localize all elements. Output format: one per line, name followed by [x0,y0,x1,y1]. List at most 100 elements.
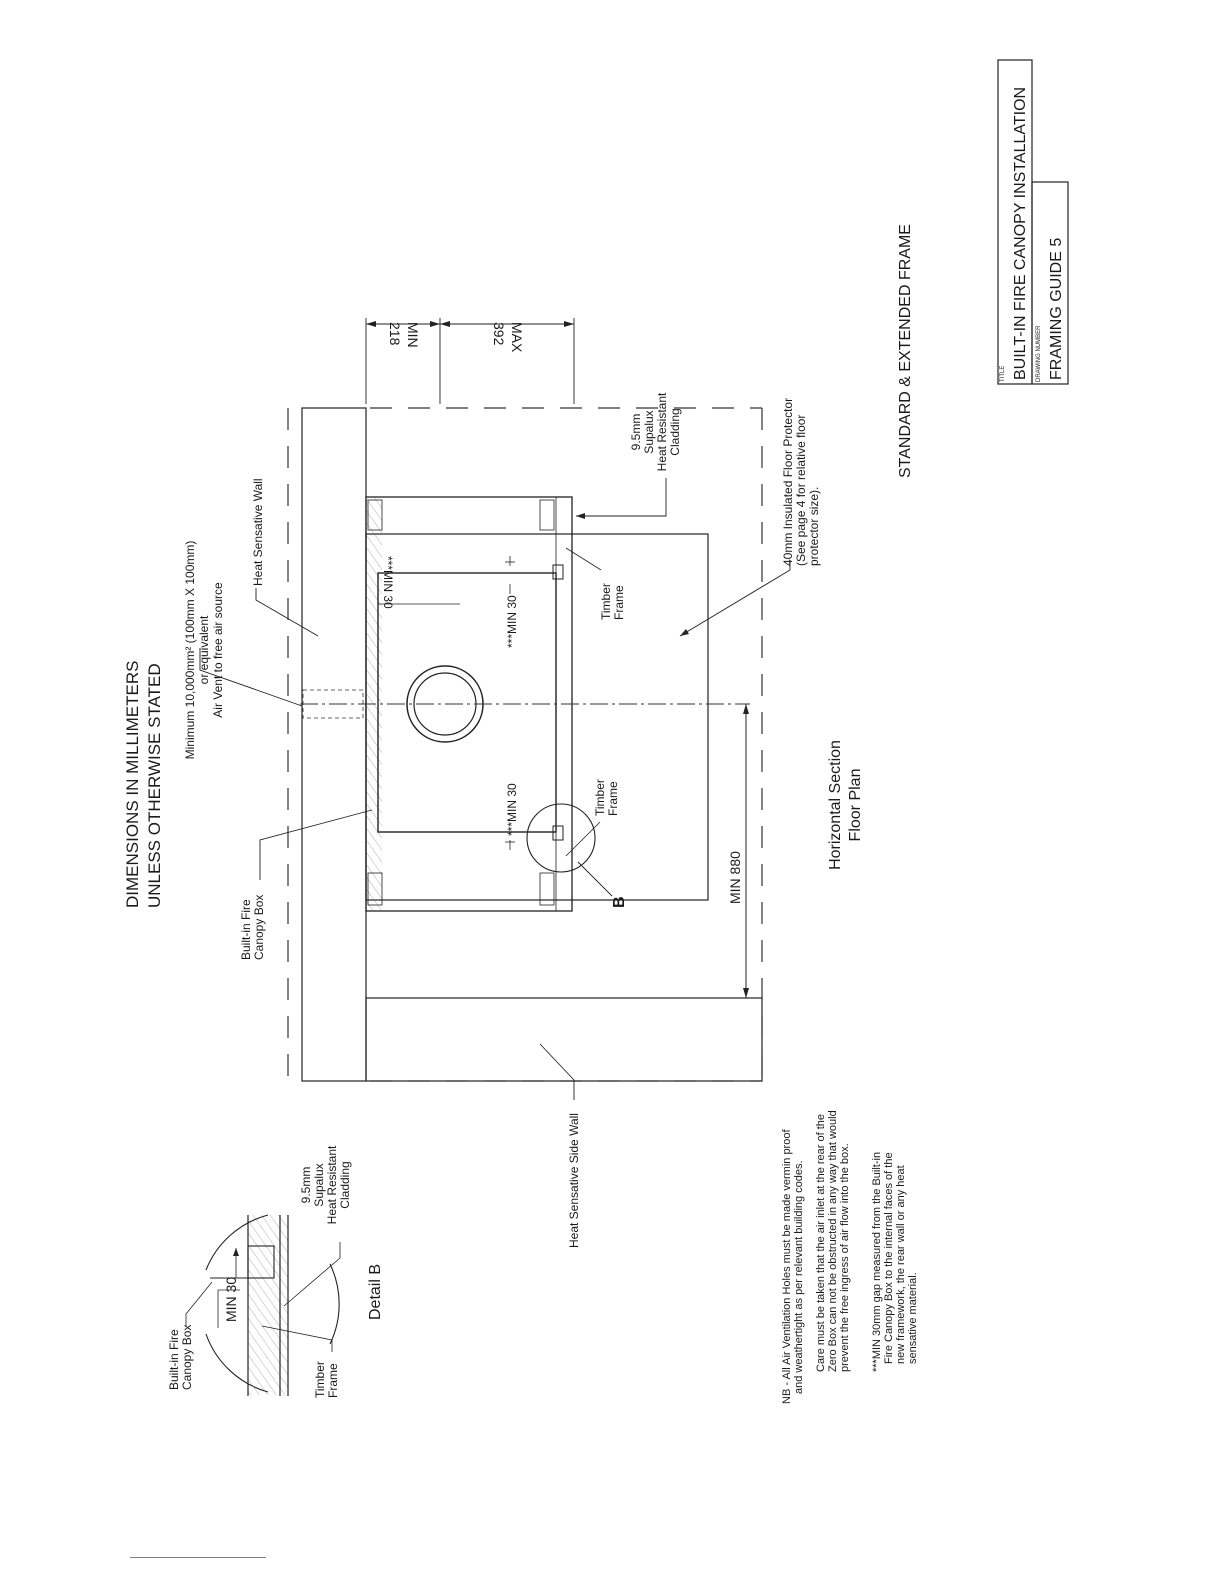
dim-arrow-center-b [440,321,450,327]
svg-text:NB - All Air Ventilation Holes: NB - All Air Ventilation Holes must be m… [781,1129,793,1404]
title-caption: TITLE [1000,366,1006,382]
svg-text:Cladding: Cladding [338,1161,352,1208]
svg-text:Frame: Frame [612,585,626,620]
title-block: TITLE BUILT-IN FIRE CANOPY INSTALLATION … [997,59,1069,385]
supalux-label: 9.5mm Supalux Heat Resistant Cladding [629,392,682,471]
min30-dim-top-label: ***MIN 30 [505,595,519,648]
timber-frame-label-top: Timber Frame [599,583,626,620]
svg-text:392: 392 [491,322,507,346]
dim-arrow-front [564,321,574,327]
floor-protector-leader [679,560,791,637]
detail-b-arc-right [329,1263,340,1345]
floor-protector-leader-arrow [680,629,689,636]
timber-frame-leader-bottom [565,821,601,857]
svg-text:Timber: Timber [313,1361,327,1398]
bottom-link-underline [130,1557,266,1558]
svg-text:prevent the free ingress of ai: prevent the free ingress of air flow int… [839,1143,851,1372]
svg-text:Timber: Timber [599,583,613,620]
air-vent-label: Minimum 10,000mm² (100mm X 100mm) or equ… [183,541,225,760]
dim-arrow-center-a [430,321,440,327]
min880-arrow-bottom [743,988,749,998]
canopy-box-leader [259,809,373,880]
note-3: ***MIN 30mm gap measured from the Built-… [871,1152,919,1372]
detail-b-marker: B [611,896,628,908]
svg-text:and weathertight as per releva: and weathertight as per relevant buildin… [793,1160,805,1394]
min880-label: MIN 880 [727,851,743,904]
svg-text:9.5mm: 9.5mm [629,414,643,451]
heat-sensitive-side-wall-label: Heat Sensative Side Wall [567,1113,581,1248]
svg-text:Timber: Timber [593,779,607,816]
dim-392-max: 392 MAX [491,322,525,353]
svg-text:Heat Resistant: Heat Resistant [325,1145,339,1224]
svg-text:(See page 4 for relative floor: (See page 4 for relative floor [794,415,808,566]
floor-protector-label: 40mm Insulated Floor Protector (See page… [781,398,821,566]
svg-text:Care must be taken that the ai: Care must be taken that the air inlet at… [815,1114,827,1372]
side-wall [365,997,763,1082]
canopy-box-label: Built-in Fire Canopy Box [239,895,266,960]
svg-text:MAX: MAX [509,322,525,353]
detail-b-leader [577,861,613,897]
air-vent-opening [302,689,364,719]
detail-b-callout-circle [526,803,596,873]
svg-text:9.5mm: 9.5mm [299,1167,313,1204]
title-block-drawing-number-cell [1031,181,1069,385]
svg-text:Horizontal Section: Horizontal Section [827,740,844,870]
svg-text:Built-in Fire: Built-in Fire [167,1329,181,1390]
side-wall-leader [539,1043,575,1100]
detail-b-canopy-leader [185,1281,213,1326]
svg-text:Frame: Frame [606,781,620,816]
detail-b-canopy-label: Built-in Fire Canopy Box [167,1325,194,1390]
title-text: BUILT-IN FIRE CANOPY INSTALLATION [1012,87,1029,380]
svg-text:sensative material.: sensative material. [907,1272,919,1364]
heat-sensitive-wall-leader [255,588,319,637]
svg-text:Minimum 10,000mm² (100mm X 100: Minimum 10,000mm² (100mm X 100mm) [183,541,197,760]
detail-b-canopy-bracket [247,1245,275,1279]
timber-post-top-front [539,499,555,531]
svg-text:Built-in Fire: Built-in Fire [239,899,253,960]
detail-b-supalux-label: 9.5mm Supalux Heat Resistant Cladding [299,1145,352,1224]
svg-text:Canopy Box: Canopy Box [180,1325,194,1390]
drawing-number-caption: DRAWING NUMBER [1036,325,1042,382]
svg-text:***MIN 30mm gap measured from: ***MIN 30mm gap measured from the Built-… [871,1152,883,1372]
rear-wall [301,407,367,1082]
detail-b-timber-leader [261,1325,333,1352]
min880-arrow-top [743,704,749,714]
svg-text:Supalux: Supalux [312,1163,326,1206]
svg-text:Canopy Box: Canopy Box [252,895,266,960]
svg-text:Floor Plan: Floor Plan [847,769,864,842]
timber-post-bottom-back [367,872,383,906]
dim-218-min: 218 MIN [387,322,421,348]
svg-text:Heat Resistant: Heat Resistant [655,392,669,471]
svg-text:or equivalent: or equivalent [197,615,211,684]
detail-b-title: Detail B [367,1264,384,1320]
detail-b-timber-label: Timber Frame [313,1361,340,1398]
svg-text:Frame: Frame [326,1363,340,1398]
svg-text:Air Vent to free air source: Air Vent to free air source [211,582,225,718]
timber-frame-label-bottom: Timber Frame [593,779,620,816]
timber-post-bottom-front [539,872,555,906]
header-note: DIMENSIONS IN MILLIMETERS UNLESS OTHERWI… [123,661,164,908]
svg-text:Zero Box can not be obstructed: Zero Box can not be obstructed in any wa… [827,1110,839,1372]
canopy-box [377,572,557,833]
drawing-number-text: FRAMING GUIDE 5 [1048,238,1065,380]
detail-b: MIN 30 Built-in Fire Canopy Box Timber F… [167,1145,384,1398]
note-2: Care must be taken that the air inlet at… [815,1110,851,1372]
dim-arrow-rear [366,321,376,327]
header-line-2: UNLESS OTHERWISE STATED [145,663,164,908]
svg-text:protector size).: protector size). [807,487,821,566]
canopy-bracket-bottom [552,825,564,841]
note-1: NB - All Air Ventilation Holes must be m… [781,1129,805,1404]
header-line-1: DIMENSIONS IN MILLIMETERS [123,661,142,908]
supalux-leader-arrow [576,513,585,519]
detail-b-min30-label: MIN 30 [223,1277,239,1322]
air-vent-leader [199,648,303,707]
svg-text:Supalux: Supalux [642,410,656,453]
detail-b-supalux-leader [283,1242,341,1307]
svg-text:40mm Insulated Floor Protector: 40mm Insulated Floor Protector [781,398,795,566]
detail-b-dim-arrow [233,1248,239,1256]
section-title: Horizontal Section Floor Plan [827,740,864,870]
svg-text:218: 218 [387,322,403,346]
svg-text:Cladding: Cladding [668,408,682,455]
